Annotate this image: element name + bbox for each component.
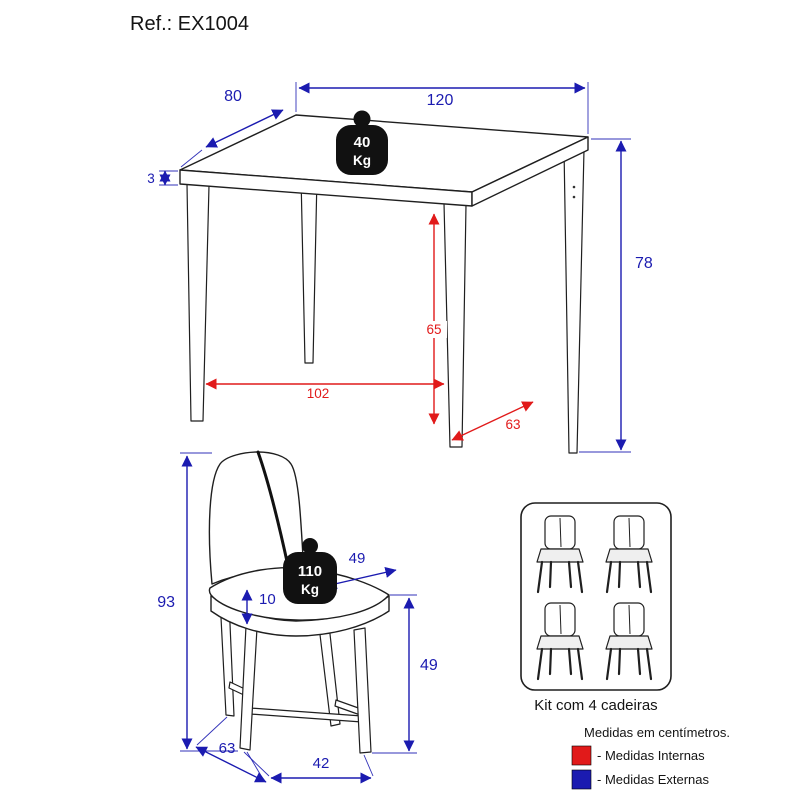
chair-weight-badge: 110 Kg: [283, 538, 337, 604]
legend-external-label: - Medidas Externas: [597, 772, 709, 787]
leg-screw-dot: [572, 185, 576, 189]
chair-external-width-label: 42: [313, 755, 330, 772]
label-backplate: [421, 321, 447, 338]
chair-seat-height-dimension: 49: [372, 594, 438, 754]
table-weight-unit: Kg: [353, 153, 371, 168]
chair-external-height-label: 93: [157, 594, 175, 611]
kettlebell-handle-icon: [302, 538, 318, 554]
chair-weight-unit: Kg: [301, 582, 319, 597]
chair-external-width-dimension: 42: [243, 751, 374, 784]
table-front-right-leg: [443, 202, 467, 448]
chair-front-right-leg: [353, 627, 372, 754]
table-external-depth-label: 80: [224, 88, 242, 105]
table-top-side-edge: [471, 136, 589, 207]
table-external-depth-dimension: 80: [180, 88, 284, 168]
chair-backrest-seam: [256, 450, 290, 568]
table-weight-badge: 40 Kg: [336, 110, 388, 175]
table-back-right-leg: [563, 147, 585, 454]
table-internal-width-label: 102: [307, 386, 330, 401]
chair-seat-depth-label: 49: [349, 550, 366, 567]
table-external-height-dimension: 78: [579, 138, 653, 453]
chair-weight-value: 110: [298, 563, 322, 580]
chair-front-left-leg: [239, 625, 258, 751]
kit-label: Kit com 4 cadeiras: [534, 697, 657, 714]
table-internal-height-label: 65: [426, 322, 441, 337]
kettlebell-handle-icon: [353, 110, 371, 128]
chair-external-depth-label: 63: [219, 740, 236, 757]
table-external-width-label: 120: [427, 92, 454, 109]
reference-code: Ref.: EX1004: [130, 13, 249, 35]
internal-color-swatch: [571, 745, 592, 766]
chair-seat-thickness-label: 10: [259, 591, 276, 608]
table-external-height-label: 78: [635, 255, 653, 272]
kit-box: Kit com 4 cadeiras: [520, 502, 672, 714]
chair-external-depth-dimension: 63: [195, 716, 267, 783]
legend: Medidas em centímetros. - Medidas Intern…: [571, 725, 730, 790]
external-color-swatch: [571, 769, 592, 790]
chair-diagram: 93 49 10 49 63: [157, 450, 438, 784]
table-internal-depth-label: 63: [505, 417, 520, 432]
legend-internal-label: - Medidas Internas: [597, 748, 705, 763]
legend-units-note: Medidas em centímetros.: [584, 725, 730, 740]
leg-screw-dot: [572, 195, 576, 199]
table-front-left-leg: [186, 183, 210, 422]
table-top-thickness-label: 3: [147, 171, 155, 186]
table-weight-value: 40: [354, 134, 371, 151]
table-diagram: 120 80 3 78 102: [147, 82, 653, 454]
table-top-thickness-dimension: 3: [147, 170, 178, 186]
chair-seat-height-label: 49: [420, 657, 438, 674]
kettlebell-body-icon: [283, 552, 337, 604]
kettlebell-body-icon: [336, 125, 388, 175]
table-external-width-dimension: 120: [295, 82, 589, 134]
table-internal-width-dimension: 102: [205, 378, 445, 401]
table-internal-height-dimension: 65: [421, 213, 447, 425]
table-internal-depth-dimension: 63: [451, 401, 534, 441]
chair-seat-thickness-dimension: 10: [241, 589, 276, 625]
chair-seat-depth-dimension: 49: [325, 550, 397, 590]
